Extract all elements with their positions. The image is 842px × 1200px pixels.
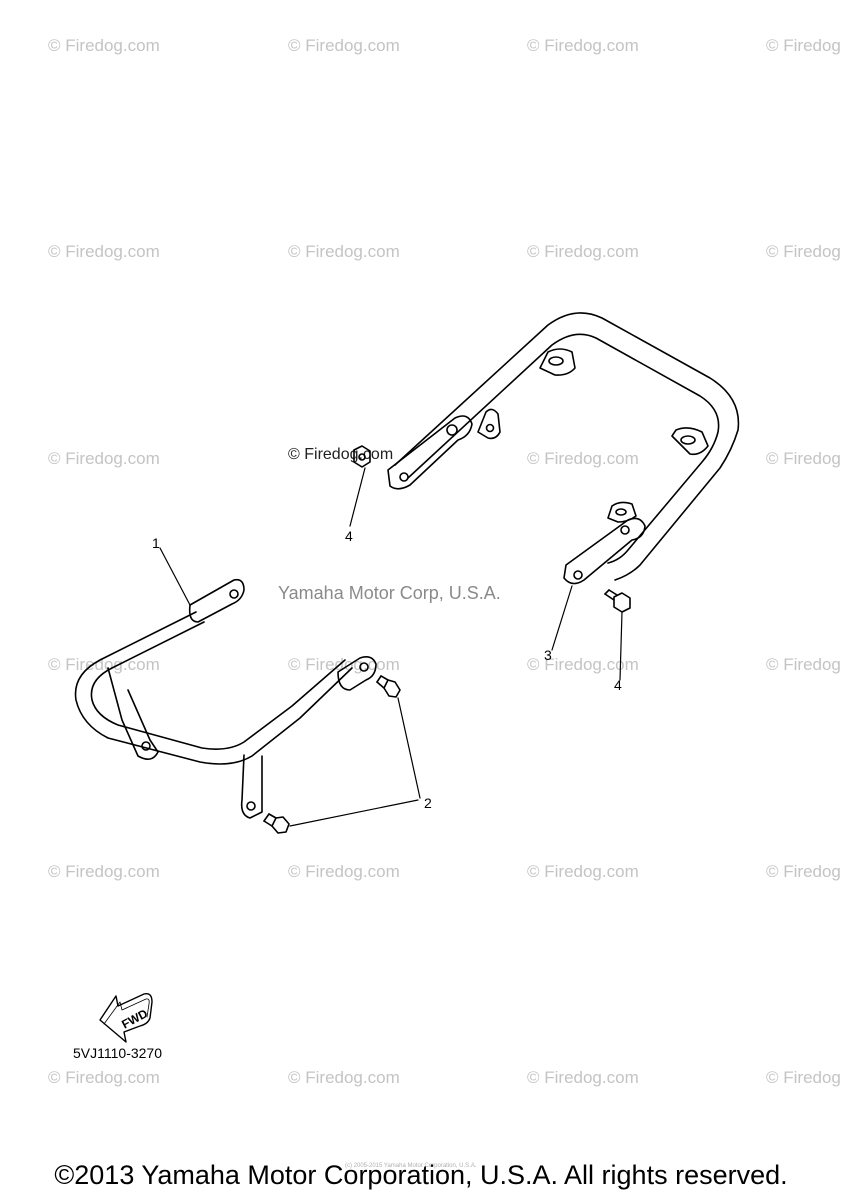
callout-2: 2 bbox=[424, 795, 432, 811]
watermark: © Firedog.com bbox=[288, 36, 400, 55]
fwd-arrow-icon: FWD bbox=[99, 992, 153, 1043]
front-guard bbox=[74, 578, 377, 819]
watermark: © Firedog.com bbox=[766, 242, 842, 261]
watermark: © Firedog.com bbox=[766, 1068, 842, 1087]
footer-copyright: ©2013 Yamaha Motor Corporation, U.S.A. A… bbox=[54, 1160, 788, 1190]
bolt-part-4-top bbox=[353, 445, 371, 468]
watermark: © Firedog.com bbox=[48, 242, 160, 261]
bolt-part-2-lower bbox=[263, 813, 290, 834]
rear-grab-bar bbox=[387, 312, 740, 585]
callout-3: 3 bbox=[544, 647, 552, 663]
watermark: © Firedog.com bbox=[288, 1068, 400, 1087]
watermark: © Firedog.com bbox=[766, 862, 842, 881]
bolt-part-2-upper bbox=[376, 675, 401, 698]
watermark: © Firedog.com bbox=[766, 449, 842, 468]
watermark: © Firedog.com bbox=[288, 862, 400, 881]
watermark: © Firedog.com bbox=[766, 36, 842, 55]
watermark: © Firedog.com bbox=[48, 449, 160, 468]
watermark: © Firedog.com bbox=[48, 36, 160, 55]
center-watermark: Yamaha Motor Corp, U.S.A. bbox=[278, 583, 501, 603]
watermark: © Firedog.com bbox=[48, 862, 160, 881]
watermark: © Firedog.com bbox=[527, 862, 639, 881]
diagram-code: 5VJ1110-3270 bbox=[73, 1045, 162, 1061]
watermark: © Firedog.com bbox=[527, 242, 639, 261]
watermark: © Firedog.com bbox=[766, 655, 842, 674]
watermark: © Firedog.com bbox=[288, 655, 400, 674]
watermark: © Firedog.com bbox=[288, 242, 400, 261]
callout-1: 1 bbox=[152, 535, 160, 551]
watermark: © Firedog.com bbox=[527, 449, 639, 468]
leader-lines bbox=[159, 467, 623, 827]
callout-4-top: 4 bbox=[345, 528, 353, 544]
watermark: © Firedog.com bbox=[48, 655, 160, 674]
watermark: © Firedog.com bbox=[527, 1068, 639, 1087]
watermark: © Firedog.com bbox=[527, 655, 639, 674]
watermark-dark: © Firedog.com bbox=[288, 446, 394, 463]
tiny-copyright-note: (c) 2005-2015 Yamaha Motor Corporation, … bbox=[345, 1163, 477, 1169]
watermark: © Firedog.com bbox=[48, 1068, 160, 1087]
bolt-part-4-right bbox=[604, 589, 631, 613]
callout-4-right: 4 bbox=[614, 677, 622, 693]
watermark: © Firedog.com bbox=[527, 36, 639, 55]
